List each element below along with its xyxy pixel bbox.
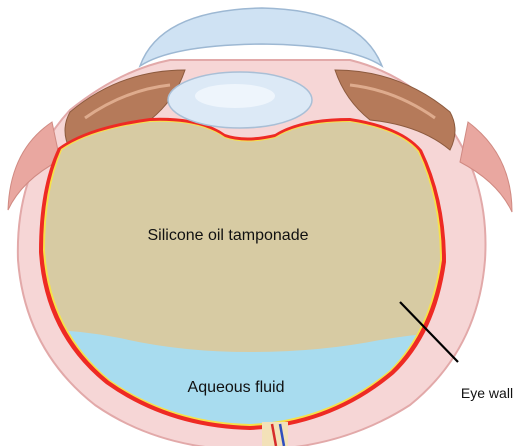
lens-highlight bbox=[195, 84, 275, 108]
cornea bbox=[140, 8, 382, 66]
oil-label: Silicone oil tamponade bbox=[148, 227, 309, 244]
eye-wall-label: Eye wall bbox=[461, 385, 513, 401]
fluid-label: Aqueous fluid bbox=[188, 379, 285, 396]
